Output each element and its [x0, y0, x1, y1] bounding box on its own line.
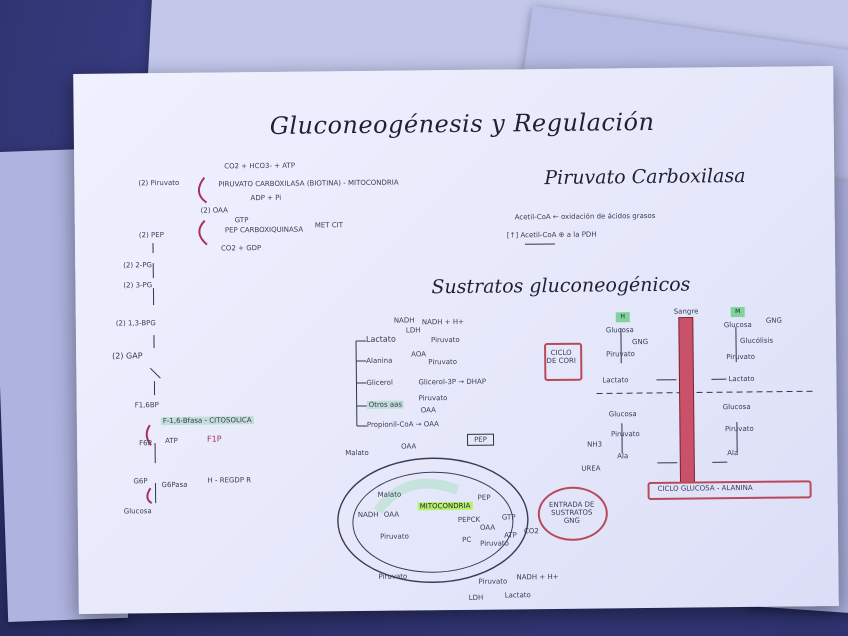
ldh-label: LDH — [406, 326, 421, 334]
heading-piruvato-carboxilasa: Piruvato Carboxilasa — [544, 165, 745, 189]
cori-glucosa-r: Glucosa — [724, 321, 752, 329]
ga-label: CICLO GLUCOSA - ALANINA — [658, 484, 753, 493]
mito-ldh-bottom: LDH — [469, 594, 484, 602]
enzyme-g6pasa: G6Pasa — [161, 481, 187, 489]
pathway-3pg: (2) 3-PG — [123, 281, 152, 289]
notes-sheet: Gluconeogénesis y Regulación Piruvato Ca… — [73, 66, 839, 614]
adp-label: ADP + Pi — [250, 194, 281, 202]
mito-nadh-bottom: NADH + H+ — [516, 573, 558, 581]
pathway-oaa: (2) OAA — [201, 206, 228, 214]
substrate-glicerol: Glicerol — [366, 379, 393, 387]
mito-malato-out: Malato — [345, 449, 369, 457]
pathway-pep: (2) PEP — [139, 231, 164, 239]
cori-lactato-r: Lactato — [728, 375, 754, 383]
pathway-gap: (2) GAP — [112, 351, 142, 360]
nadh-h-label: NADH + H+ — [422, 318, 464, 326]
nadh-label: NADH — [394, 316, 415, 324]
mito-oaa-top: OAA — [401, 442, 416, 450]
cori-label: CICLO DE CORI — [546, 349, 576, 365]
regulation-label: H - REGDP R — [207, 476, 251, 484]
carboxilasa-note-2: [↑] Acetil-CoA ⊕ a la PDH — [507, 231, 597, 240]
mito-gtp: GTP — [502, 513, 516, 521]
cori-glucosa-l: Glucosa — [606, 326, 634, 334]
ga-piruvato-l: Piruvato — [611, 430, 640, 438]
atp-f6p-label: ATP — [165, 437, 178, 445]
mito-piruvato-bottom: Piruvato — [478, 577, 507, 585]
mito-piruvato-in: Piruvato — [380, 533, 409, 541]
mito-malato-in: Malato — [378, 491, 402, 499]
pathway-piruvato: (2) Piruvato — [138, 179, 179, 187]
mito-co2: CO2 — [524, 527, 539, 535]
mito-label: MITOCONDRIA — [418, 502, 473, 511]
pathway-13bpg: (2) 1,3-BPG — [116, 319, 156, 327]
pathway-2pg: (2) 2-PG — [123, 261, 152, 269]
f1p-label: F1P — [207, 434, 222, 443]
pathway-g6p: G6P — [133, 477, 147, 485]
tag-m: M — [731, 307, 745, 317]
mito-pep-box: PEP — [467, 434, 494, 446]
enzyme-f16bpasa: F-1,6-Bfasa - CITOSOLICA — [161, 416, 254, 425]
mito-piruvato-in-2: Piruvato — [480, 539, 509, 547]
cori-piruvato-l: Piruvato — [606, 350, 635, 358]
mito-piruvato-out: Piruvato — [378, 573, 407, 581]
gtp-label: GTP — [235, 216, 249, 224]
page-title: Gluconeogénesis y Regulación — [270, 108, 655, 140]
ga-glucosa-r: Glucosa — [723, 403, 751, 411]
mito-pepck: PEPCK — [458, 516, 480, 524]
pepck-label: PEP CARBOXIQUINASA — [225, 226, 303, 235]
substrate-lactato: Lactato — [366, 335, 396, 344]
substrate-piruvato: Piruvato — [431, 336, 460, 344]
substrate-oaa: OAA — [421, 406, 436, 414]
co2-label: CO2 + HCO3- + ATP — [224, 162, 295, 171]
mito-lactato-bottom: Lactato — [505, 591, 531, 599]
cori-glucolisis-r: Glucólisis — [740, 337, 773, 345]
mito-pc: PC — [462, 536, 471, 544]
sangre-label: Sangre — [674, 307, 699, 315]
substrate-alanina: Alanina — [366, 357, 392, 365]
aoa-label: AOA — [411, 350, 426, 358]
carboxilasa-note-1: Acetil-CoA ← oxidación de ácidos grasos — [515, 212, 656, 221]
pathway-glucosa: Glucosa — [124, 507, 152, 515]
mito-nadh-in: NADH — [358, 511, 379, 519]
ga-ala-r: Ala — [727, 449, 738, 457]
pathway-f16bp: F1,6BP — [135, 401, 159, 409]
ga-glucosa-l: Glucosa — [609, 410, 637, 418]
substrate-piruvato-3: Piruvato — [419, 394, 448, 402]
cori-gng-l: GNG — [632, 338, 648, 346]
mito-oaa-in-2: OAA — [480, 524, 495, 532]
cori-gng-r: GNG — [766, 317, 782, 325]
ga-piruvato-r: Piruvato — [725, 425, 754, 433]
met-cit-label: MET CIT — [315, 221, 343, 229]
pathway-f6p: F6P — [139, 439, 152, 447]
heading-sustratos: Sustratos gluconeogénicos — [431, 274, 690, 299]
ga-ala-l: Ala — [617, 452, 628, 460]
gdp-label: CO2 + GDP — [221, 244, 261, 252]
substrate-piruvato-2: Piruvato — [428, 358, 457, 366]
cori-piruvato-r: Piruvato — [726, 353, 755, 361]
glicerol3p-label: Glicerol-3P → DHAP — [418, 378, 486, 387]
tag-h: H — [616, 312, 630, 322]
cori-lactato-l: Lactato — [602, 376, 628, 384]
substrate-propionil: Propionil-CoA → OAA — [367, 420, 439, 429]
entrada-label: ENTRADA DE SUSTRATOS GNG — [546, 501, 598, 526]
mito-oaa-in: OAA — [384, 511, 399, 519]
ga-nh3: NH3 — [587, 440, 602, 448]
substrate-otros-aas: Otros aas — [367, 401, 404, 409]
mito-pep-in: PEP — [478, 494, 491, 502]
ga-urea: UREA — [581, 464, 600, 472]
mito-atp: ATP — [504, 531, 517, 539]
